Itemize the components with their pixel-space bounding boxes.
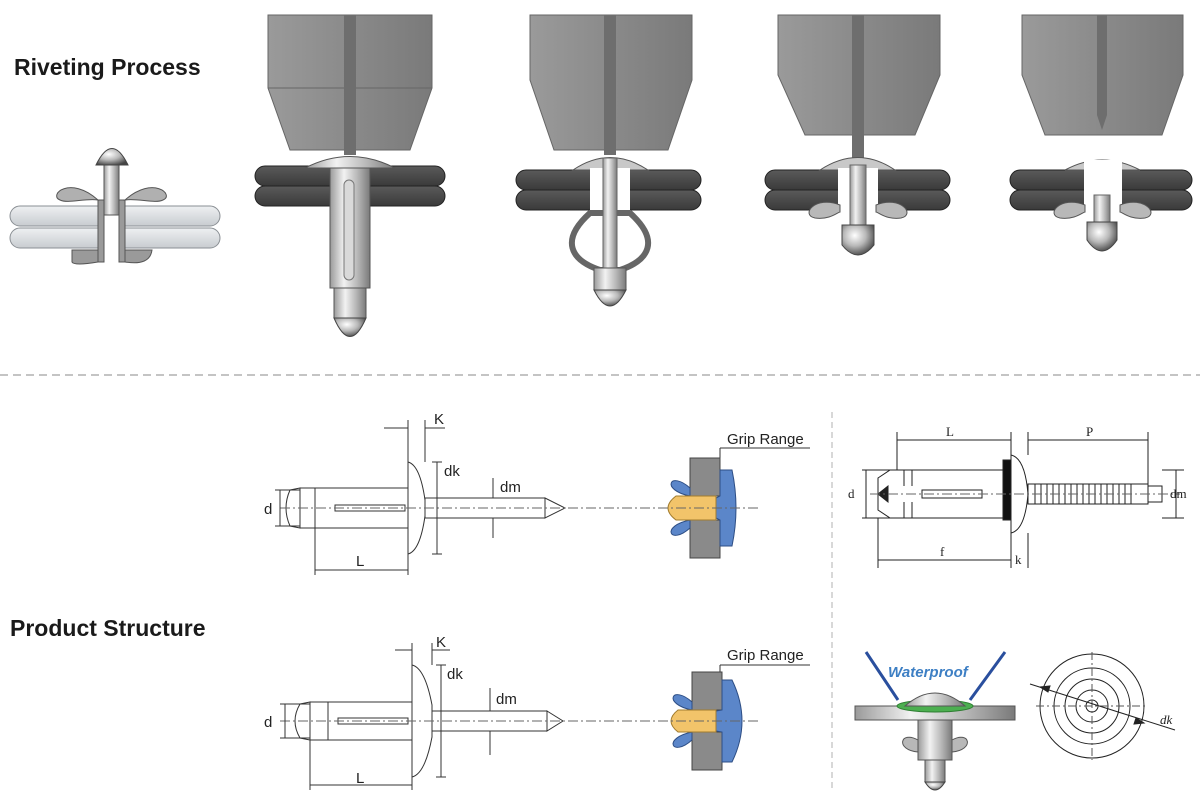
- grip-range-label-2: Grip Range: [727, 647, 804, 664]
- product-structure-heading: Product Structure: [10, 615, 206, 641]
- structural-drawing: [862, 432, 1184, 568]
- process-stage-1: [254, 14, 446, 337]
- dim-d-label: d: [264, 501, 272, 518]
- dim-l-label: L: [356, 553, 364, 570]
- installed-rivet-cross-section: [9, 148, 221, 265]
- waterproof-label: Waterproof: [888, 664, 970, 681]
- waterproof-rivet-illustration: Waterproof: [854, 651, 1016, 791]
- riveting-process-heading: Riveting Process: [14, 54, 201, 80]
- top-view-dk-label: dk: [1160, 712, 1173, 727]
- process-stage-4: [1009, 14, 1193, 252]
- dim-dm-label: dm: [500, 479, 521, 496]
- struct-f-label: f: [940, 544, 945, 559]
- technical-drawing-1: [275, 420, 810, 575]
- struct-p-label: P: [1086, 424, 1093, 439]
- installed-rivet-section-1: [640, 457, 760, 559]
- rivet-top-view: [1029, 652, 1176, 760]
- dim-d-label-2: d: [264, 714, 272, 731]
- grip-range-label: Grip Range: [727, 431, 804, 448]
- dim-k-label-2: K: [436, 634, 446, 651]
- struct-dm-label: dm: [1170, 486, 1187, 501]
- dim-dk-label: dk: [444, 463, 460, 480]
- struct-d-label: d: [848, 486, 855, 501]
- dim-k-label: K: [434, 411, 444, 428]
- struct-l-label: L: [946, 424, 954, 439]
- dim-l-label-2: L: [356, 770, 364, 787]
- struct-k-label: k: [1015, 552, 1022, 567]
- dim-dm-label-2: dm: [496, 691, 517, 708]
- installed-rivet-section-2: [640, 671, 760, 771]
- dim-dk-label-2: dk: [447, 666, 463, 683]
- process-stage-2: [515, 14, 702, 307]
- process-stage-3: [764, 14, 951, 256]
- technical-drawing-2: [280, 643, 810, 790]
